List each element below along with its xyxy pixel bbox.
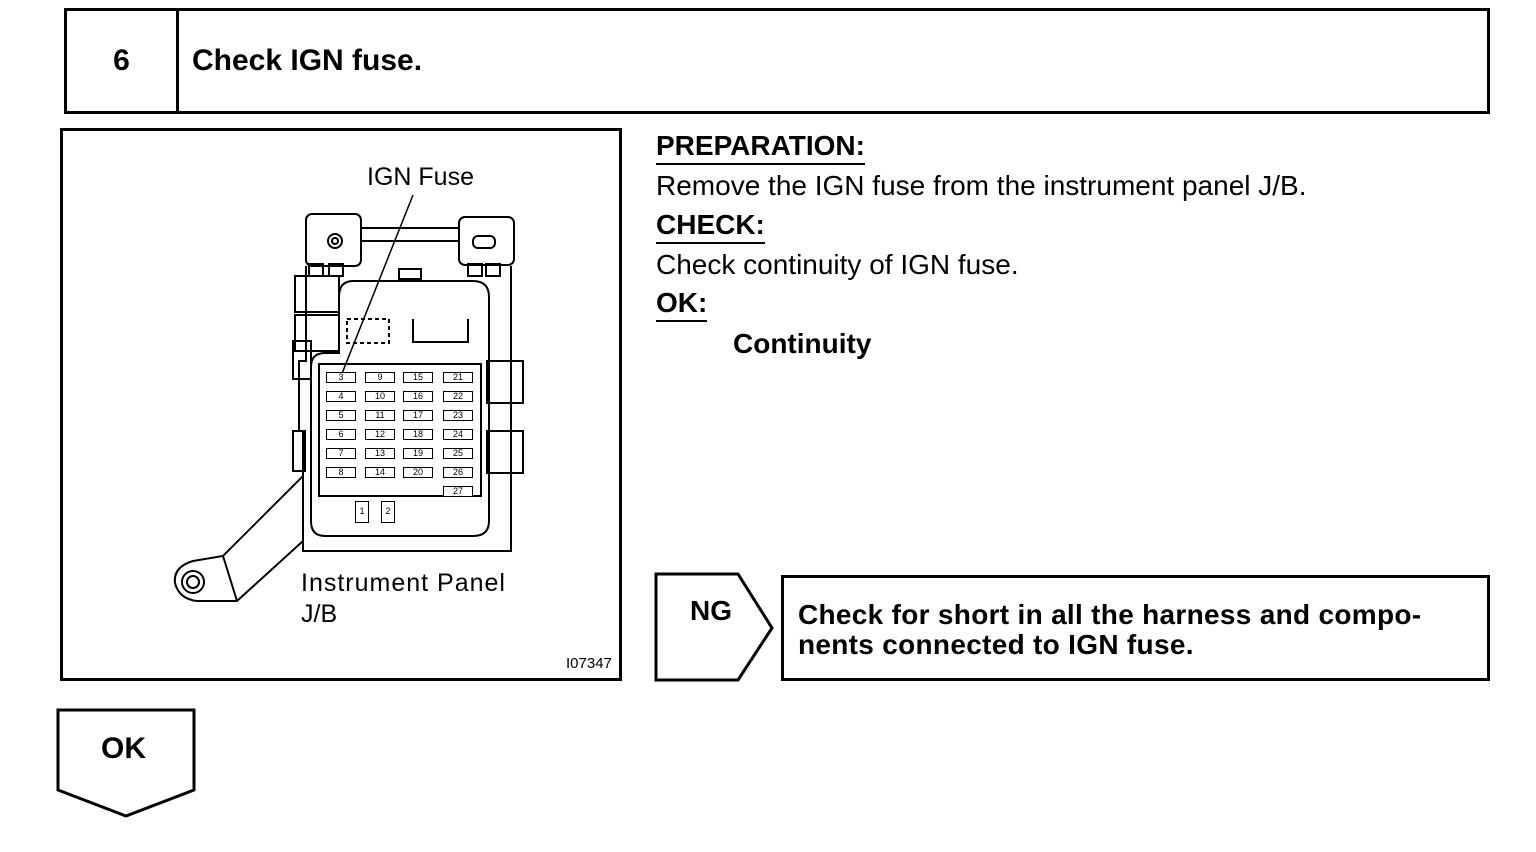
fuse-slot: 9 xyxy=(365,372,395,383)
fuse-slot: 6 xyxy=(326,429,356,440)
fuse-slot: 21 xyxy=(443,372,473,383)
ok-arrow-icon xyxy=(56,708,196,818)
figure-id: I07347 xyxy=(566,655,612,672)
junction-block-label: J/B xyxy=(301,600,338,628)
relay-slot: 1 xyxy=(355,501,369,523)
ng-action-box: Check for short in all the harness and c… xyxy=(781,575,1490,681)
preparation-heading: PREPARATION: xyxy=(656,130,865,165)
ok-heading: OK: xyxy=(656,287,708,322)
instrument-panel-label: Instrument Panel xyxy=(301,569,506,597)
fuse-slot: 3 xyxy=(326,372,356,383)
fuse-slot: 12 xyxy=(365,429,395,440)
fuse-slot: 23 xyxy=(443,410,473,421)
fuse-slot: 25 xyxy=(443,448,473,459)
right-mounting-ear xyxy=(458,216,515,266)
fuse-slot: 7 xyxy=(326,448,356,459)
check-heading: CHECK: xyxy=(656,209,765,244)
preparation-text: Remove the IGN fuse from the instrument … xyxy=(656,170,1307,201)
step-header: 6 Check IGN fuse. xyxy=(64,8,1490,114)
fuse-slot: 10 xyxy=(365,391,395,402)
left-bolt-hole xyxy=(327,233,343,249)
junction-block-body xyxy=(298,266,512,552)
ng-action-text: Check for short in all the harness and c… xyxy=(798,600,1475,660)
ng-label: NG xyxy=(690,595,732,626)
fuse-slot: 15 xyxy=(403,372,433,383)
fuse-slot: 5 xyxy=(326,410,356,421)
ng-arrow-icon xyxy=(654,572,774,682)
fuse-slot: 11 xyxy=(365,410,395,421)
fuse-slot: 16 xyxy=(403,391,433,402)
fuse-slot: 22 xyxy=(443,391,473,402)
relay-slot: 2 xyxy=(381,501,395,523)
fuse-slot: 14 xyxy=(365,467,395,478)
ign-fuse-label: IGN Fuse xyxy=(367,163,474,191)
ok-label: OK xyxy=(101,732,146,765)
check-text: Check continuity of IGN fuse. xyxy=(656,249,1019,280)
fuse-slot: 26 xyxy=(443,467,473,478)
step-number: 6 xyxy=(67,11,179,111)
left-mounting-ear xyxy=(305,213,362,267)
fuse-slot: 4 xyxy=(326,391,356,402)
right-slot-hole xyxy=(472,235,496,249)
ng-action-line-2: nents connected to IGN fuse. xyxy=(798,629,1194,660)
ng-action-line-1: Check for short in all the harness and c… xyxy=(798,599,1422,630)
fuse-slot: 19 xyxy=(403,448,433,459)
fuse-slot: 13 xyxy=(365,448,395,459)
fuse-slot: 27 xyxy=(443,486,473,497)
fuse-slot: 8 xyxy=(326,467,356,478)
fuse-slot: 18 xyxy=(403,429,433,440)
step-title: Check IGN fuse. xyxy=(192,44,423,77)
junction-block-drawing xyxy=(173,194,524,602)
fuse-slot: 24 xyxy=(443,429,473,440)
fuse-panel xyxy=(310,280,490,537)
ok-value: Continuity xyxy=(733,328,872,359)
fuse-slot: 17 xyxy=(403,410,433,421)
fuse-slot: 20 xyxy=(403,467,433,478)
